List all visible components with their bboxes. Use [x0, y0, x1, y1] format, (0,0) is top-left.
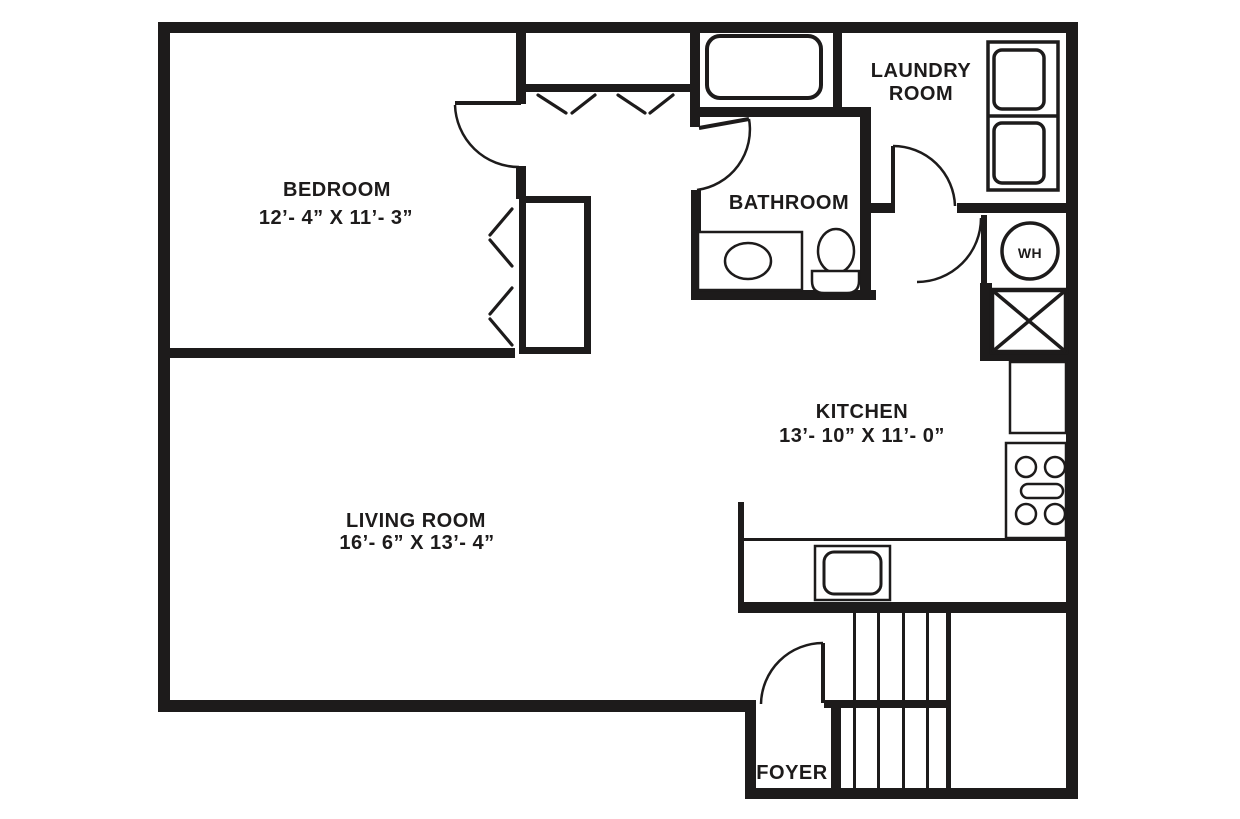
wall-bathroom-left-upper: [690, 22, 700, 127]
kitchen-label: KITCHEN: [816, 401, 908, 423]
wall-kitchen-bottom: [738, 602, 1078, 613]
foyer-label: FOYER: [756, 762, 827, 784]
kitchen-fixtures: [738, 360, 1078, 612]
entry-door-swing: [759, 641, 824, 705]
room-labels: BEDROOM 12’- 4” X 11’- 3” LIVING ROOM 16…: [259, 60, 1042, 784]
refrigerator-icon: [1008, 360, 1068, 435]
bedroom-closet-bifold-icon: [488, 207, 514, 347]
stair-tread: [853, 708, 856, 788]
staircase: [853, 613, 951, 788]
bedroom-door: [453, 101, 521, 169]
wall-bathroom-left-lower: [691, 190, 701, 300]
utility-closet-door: [916, 215, 987, 284]
wall-tub-alcove-right: [833, 22, 842, 114]
wall-stair-middle: [824, 700, 951, 708]
wall-outer-right: [1066, 22, 1078, 799]
bedroom-dimensions: 12’- 4” X 11’- 3”: [259, 207, 413, 229]
sink-basin: [822, 550, 883, 596]
burner-bottom-left: [1014, 502, 1038, 526]
living-room-dimensions: 16’- 6” X 13’- 4”: [339, 532, 494, 554]
hvac-x-mark: [990, 288, 1068, 354]
bathroom-door-leaf: [698, 117, 750, 130]
water-heater-icon: [1000, 221, 1060, 281]
stair-tread: [926, 708, 929, 788]
wall-bathroom-bottom: [691, 290, 876, 300]
laundry-door-swing: [892, 144, 957, 207]
bedroom-closet: [519, 196, 591, 354]
bedroom-door-swing: [453, 104, 520, 169]
dryer-door-icon: [992, 121, 1046, 185]
wall-bedroom-right-upper: [516, 22, 526, 104]
burner-bottom-right: [1043, 502, 1067, 526]
bathroom-door-swing: [696, 118, 752, 192]
toilet-tank-icon: [810, 269, 861, 295]
wall-laundry-bottom-stub: [866, 203, 895, 213]
stair-stringer-lower: [946, 708, 951, 788]
hvac-unit-icon: [989, 287, 1069, 355]
living-room-label: LIVING ROOM: [346, 510, 486, 532]
wall-hall-closet-bottom: [518, 84, 692, 92]
wall-foyer-right: [831, 708, 841, 799]
wall-utility-niche: [980, 283, 992, 360]
entry-door: [759, 641, 825, 705]
bedroom-label: BEDROOM: [283, 179, 391, 201]
stair-tread: [853, 613, 856, 700]
stair-stringer-upper: [946, 613, 951, 700]
wall-bathroom-laundry: [860, 107, 871, 300]
laundry-door-leaf: [891, 146, 895, 208]
walls: [158, 22, 1078, 799]
wall-foyer-left: [745, 700, 756, 799]
bathtub-icon: [705, 34, 823, 100]
wall-below-utility: [980, 352, 1066, 361]
wall-living-room-bottom: [158, 700, 755, 712]
stair-tread: [877, 708, 880, 788]
bathroom-label: BATHROOM: [729, 192, 849, 214]
wall-outer-left: [158, 22, 170, 712]
water-heater-label: WH: [1018, 245, 1042, 261]
stair-tread: [902, 613, 905, 700]
doors: [453, 101, 987, 705]
laundry-door: [891, 144, 957, 208]
entry-door-leaf: [821, 643, 825, 703]
kitchen-sink-icon: [813, 544, 892, 602]
stair-tread: [926, 613, 929, 700]
utility-closet-door-swing: [916, 217, 983, 284]
wall-outer-bottom: [745, 788, 1078, 799]
wall-laundry-bottom: [957, 203, 1078, 213]
bathroom-door: [696, 117, 752, 192]
closets: [488, 93, 675, 354]
stair-tread: [877, 613, 880, 700]
bathroom-fixtures: [696, 34, 861, 295]
vanity-sink-icon: [723, 241, 773, 281]
utility-closet-door-leaf: [981, 215, 987, 283]
burner-top-right: [1043, 455, 1067, 479]
washer-door-icon: [992, 48, 1046, 111]
laundry-room-label-line1: LAUNDRY: [871, 60, 972, 82]
stove-center-element: [1019, 482, 1065, 500]
wall-tub-alcove-bottom: [692, 107, 870, 117]
stair-tread: [902, 708, 905, 788]
bedroom-door-leaf: [455, 101, 521, 105]
counter-front-edge: [738, 538, 1078, 541]
kitchen-dimensions: 13’- 10” X 11’- 0”: [779, 425, 945, 447]
toilet-bowl-icon: [816, 227, 856, 275]
counter-left-edge: [738, 502, 744, 612]
wall-bedroom-right-lower: [516, 166, 526, 199]
wall-bedroom-bottom: [158, 348, 515, 358]
wall-outer-top: [158, 22, 1078, 33]
laundry-room-label-line2: ROOM: [889, 83, 953, 105]
burner-top-left: [1014, 455, 1038, 479]
stove-icon: [1004, 441, 1068, 540]
hall-closet-bifold-icon: [536, 93, 675, 115]
laundry-fixtures: [986, 40, 1069, 355]
